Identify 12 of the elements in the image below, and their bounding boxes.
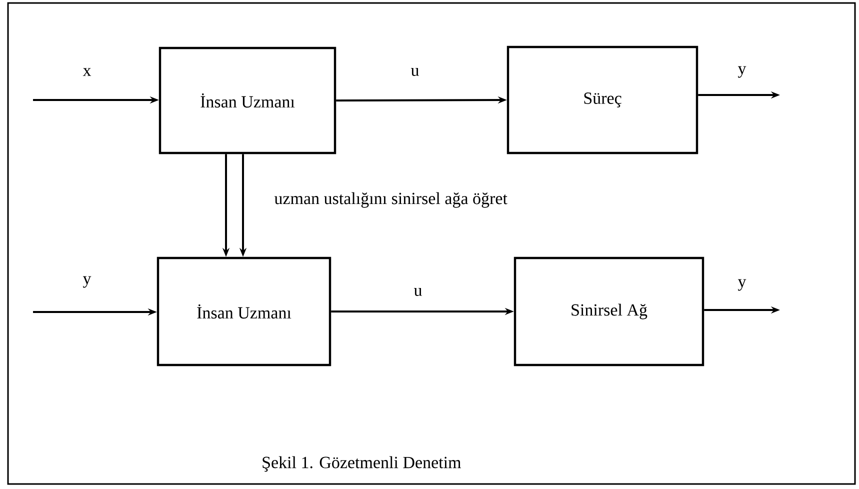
edge-label: u: [414, 288, 422, 296]
edge-label: y: [82, 276, 92, 288]
edge-label: x: [82, 68, 92, 76]
edge-label: u: [410, 68, 419, 76]
edge-label: y: [738, 66, 746, 78]
edge-label: y: [738, 279, 746, 291]
block-box: İnsan Uzmanı: [158, 46, 336, 154]
block-box: Sinirsel Ağ: [514, 256, 704, 366]
caption: Şekil 1. Gözetmenli Denetim: [262, 456, 461, 472]
edge-label: uzman ustalığını sinirsel ağa öğret: [274, 192, 508, 208]
block-box: Süreç: [506, 46, 698, 154]
block-box: İnsan Uzmanı: [156, 256, 332, 366]
